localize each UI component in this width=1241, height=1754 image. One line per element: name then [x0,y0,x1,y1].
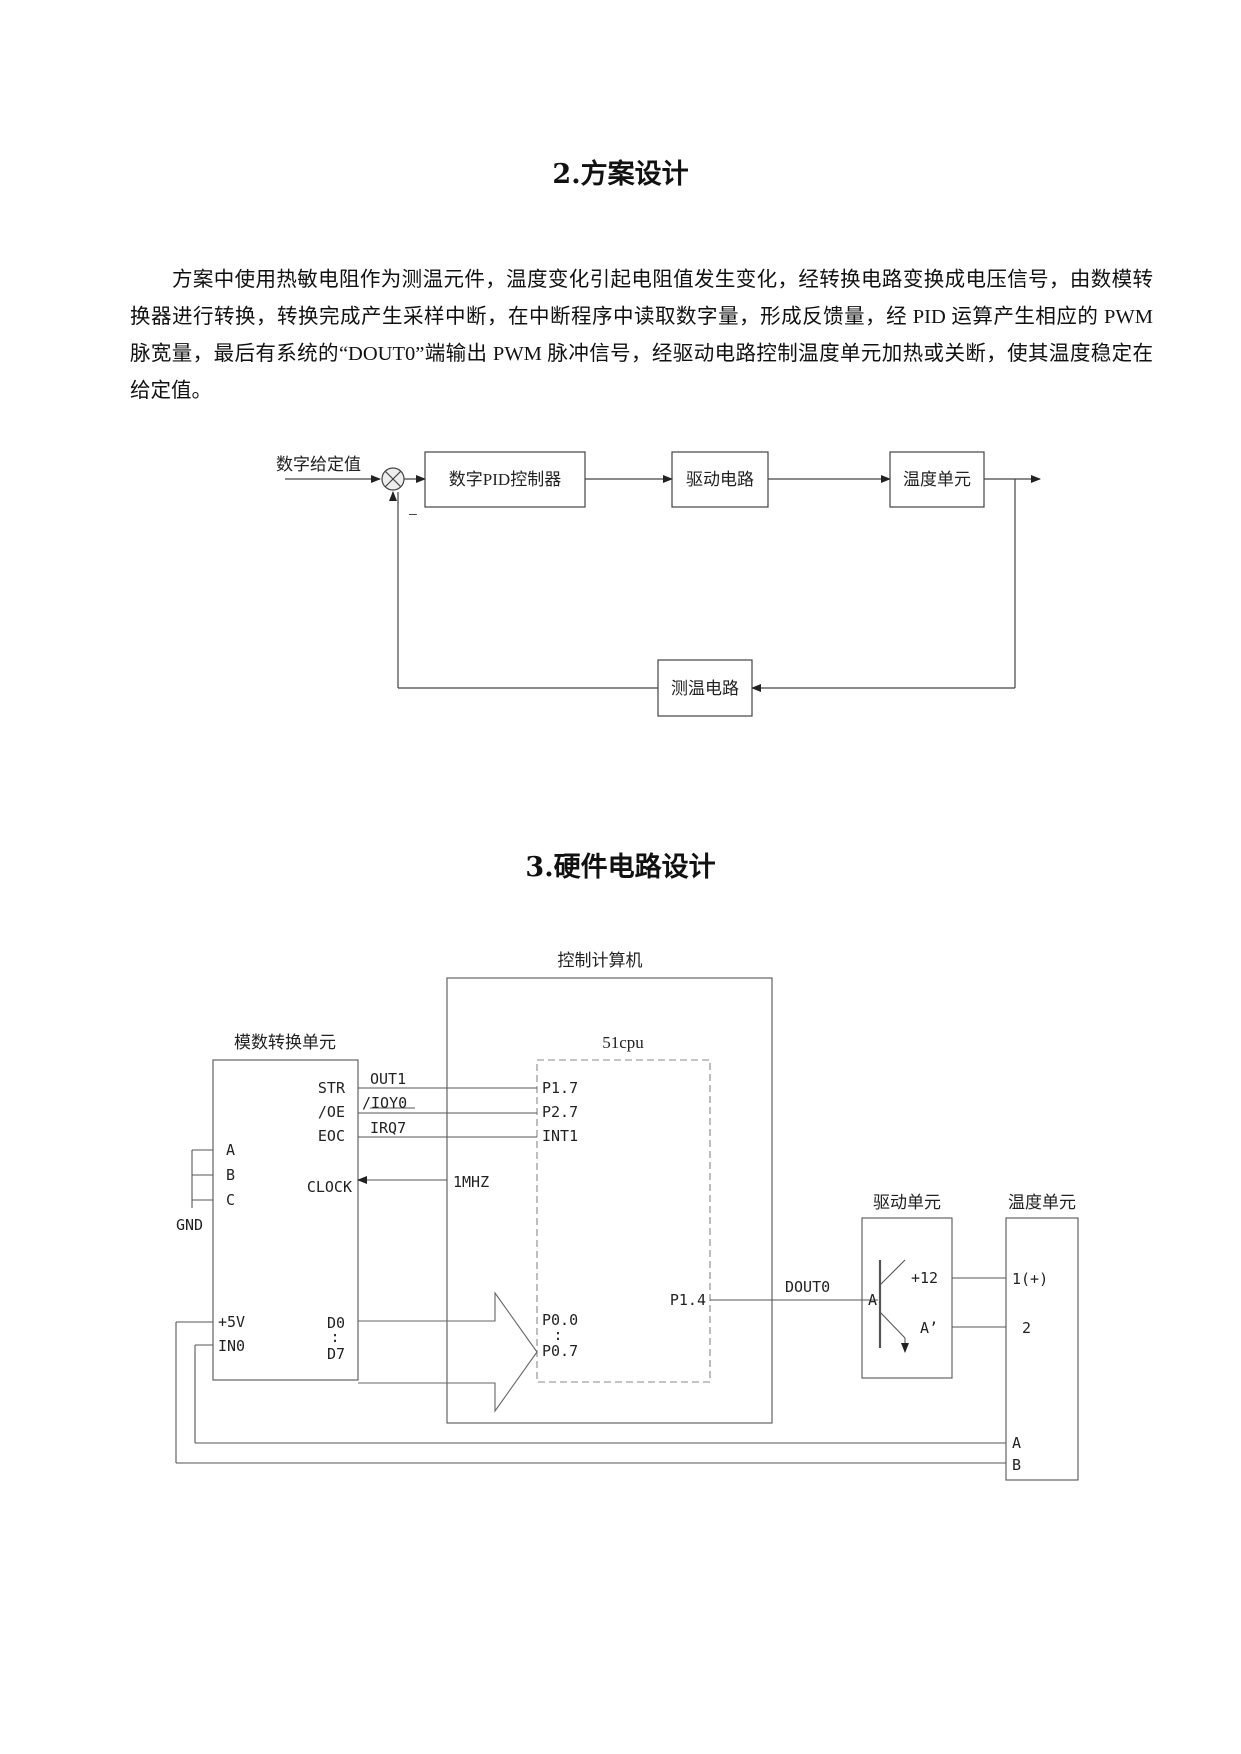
section-2-title: 2.方案设计 [552,159,689,190]
section-3-title: 3.硬件电路设计 [525,852,716,883]
pin-a: A [226,1141,235,1159]
pin-p27: P2.7 [542,1103,578,1121]
drive-unit-box [861,1217,953,1379]
temp-pin-a: A [1012,1434,1021,1452]
input-label: 数字给定值 [276,455,361,474]
pin-dots-adc: : [330,1328,339,1346]
pin-p07: P0.7 [542,1342,578,1360]
pin-d0: D0 [327,1314,345,1332]
drive-label-12: +12 [911,1269,938,1287]
pin-clock: CLOCK [307,1178,352,1196]
pin-eoc: EOC [318,1127,345,1145]
drive-label-a: A [868,1291,877,1309]
cpu-label: 51cpu [602,1033,644,1052]
pin-p14: P1.4 [670,1291,706,1309]
drive-block-label: 驱动电路 [686,470,754,489]
temp-pin-2: 2 [1022,1319,1031,1337]
temp-pin-1: 1(+) [1012,1270,1048,1288]
pin-in0: IN0 [218,1337,245,1355]
pin-int1: INT1 [542,1127,578,1145]
gnd-label: GND [176,1216,203,1234]
temp-block-label: 温度单元 [903,470,971,489]
pin-p00: P0.0 [542,1311,578,1329]
temp-unit-box [1005,1217,1079,1481]
control-computer-label: 控制计算机 [558,951,643,970]
minus-sign: − [408,505,418,524]
section-2-paragraph: 方案中使用热敏电阻作为测温元件，温度变化引起电阻值发生变化，经转换电路变换成电压… [130,269,1153,402]
signal-ioy0: /IOY0 [362,1094,407,1112]
pin-dots-cpu: : [553,1326,562,1344]
temp-unit-label: 温度单元 [1008,1193,1076,1212]
signal-irq7: IRQ7 [370,1119,406,1137]
signal-out1: OUT1 [370,1070,406,1088]
pin-p17: P1.7 [542,1079,578,1097]
adc-unit-label: 模数转换单元 [234,1033,336,1052]
dout-label: DOUT0 [785,1278,830,1296]
pin-b: B [226,1166,235,1184]
drive-unit-label: 驱动单元 [873,1193,941,1212]
pin-str: STR [318,1079,346,1097]
drive-label-a-prime: A’ [920,1319,938,1337]
pin-c: C [226,1191,235,1209]
signal-1mhz: 1MHZ [453,1173,489,1191]
cpu-box [536,1059,711,1383]
adc-unit-box [212,1059,359,1381]
pin-5v: +5V [218,1313,245,1331]
measure-block-label: 测温电路 [671,679,739,698]
pin-oe: /OE [318,1103,345,1121]
pin-d7: D7 [327,1345,345,1363]
temp-pin-b: B [1012,1456,1021,1474]
control-computer-box [446,977,773,1424]
control-block-diagram: 数字给定值 − 数字PID控制器 驱动电路 温度单元 测温电路 [276,451,1041,717]
hardware-circuit-diagram: 控制计算机 51cpu 模数转换单元 STR /OE EOC CLOCK D0 … [175,951,1079,1481]
pid-block-label: 数字PID控制器 [449,470,561,489]
